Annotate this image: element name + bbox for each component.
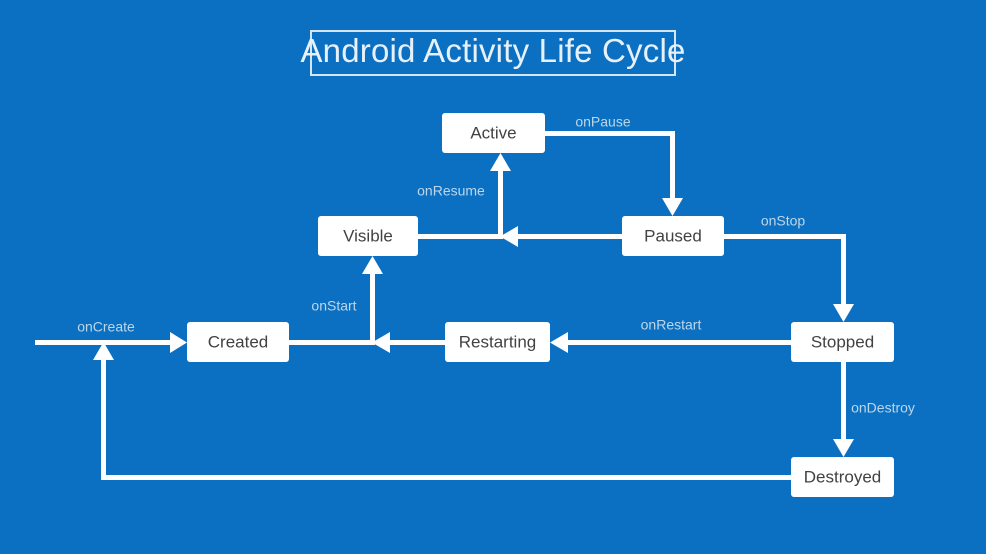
node-destroyed-box[interactable] <box>791 457 894 497</box>
edge-relaunch-arrowhead <box>93 342 114 360</box>
edge-onresume-label: onResume <box>417 183 485 199</box>
edge-oncreate-label: onCreate <box>77 319 135 335</box>
node-visible-label: Visible <box>343 226 393 245</box>
node-visible[interactable]: Visible <box>318 216 418 256</box>
edge-ondestroy-label: onDestroy <box>851 400 915 416</box>
node-paused[interactable]: Paused <box>622 216 724 256</box>
node-destroyed[interactable]: Destroyed <box>791 457 894 497</box>
edge-restarting-junction-arrowhead <box>372 332 390 353</box>
edge-onrestart: onRestart <box>550 317 791 353</box>
edge-onstop: onStop <box>724 213 854 322</box>
node-active[interactable]: Active <box>442 113 545 153</box>
edge-onresume-line <box>418 169 503 239</box>
title-label: Android Activity Life Cycle <box>300 32 685 69</box>
edge-restarting-to-created-junction <box>372 332 445 353</box>
node-stopped-label: Stopped <box>811 332 874 351</box>
edge-onpause: onPause <box>545 114 683 216</box>
edge-onstop-label: onStop <box>761 213 806 229</box>
edge-ondestroy: onDestroy <box>833 362 915 457</box>
node-restarting-label: Restarting <box>459 332 536 351</box>
edge-oncreate: onCreate <box>35 319 187 353</box>
node-active-label: Active <box>470 123 516 142</box>
edge-onstop-line <box>724 234 846 306</box>
edge-paused-to-visible-junction <box>500 226 622 247</box>
edge-onresume-arrowhead <box>490 153 511 171</box>
edge-onstart-label: onStart <box>311 298 356 314</box>
edge-relaunch-line <box>101 358 791 480</box>
node-active-box[interactable] <box>442 113 545 153</box>
edge-onstop-arrowhead <box>833 304 854 322</box>
node-visible-box[interactable] <box>318 216 418 256</box>
node-destroyed-label: Destroyed <box>804 467 881 486</box>
node-created-box[interactable] <box>187 322 289 362</box>
node-stopped[interactable]: Stopped <box>791 322 894 362</box>
edge-onstart: onStart <box>289 256 383 345</box>
edge-onrestart-label: onRestart <box>641 317 702 333</box>
node-stopped-box[interactable] <box>791 322 894 362</box>
edge-oncreate-arrowhead <box>170 332 187 353</box>
node-restarting-box[interactable] <box>445 322 550 362</box>
edge-onresume: onResume <box>417 153 511 239</box>
edge-onpause-line <box>545 131 675 200</box>
node-restarting[interactable]: Restarting <box>445 322 550 362</box>
edge-paused-junction-arrowhead <box>500 226 518 247</box>
node-paused-box[interactable] <box>622 216 724 256</box>
node-paused-label: Paused <box>644 226 702 245</box>
edge-onrestart-arrowhead <box>550 332 568 353</box>
edge-ondestroy-arrowhead <box>833 439 854 457</box>
edge-onstart-arrowhead <box>362 256 383 274</box>
edge-relaunch <box>93 342 791 480</box>
edge-onpause-arrowhead <box>662 198 683 216</box>
title-frame <box>310 30 676 76</box>
edge-onpause-label: onPause <box>575 114 630 130</box>
node-created[interactable]: Created <box>187 322 289 362</box>
node-created-label: Created <box>208 332 268 351</box>
page-title: Android Activity Life Cycle <box>300 30 685 76</box>
